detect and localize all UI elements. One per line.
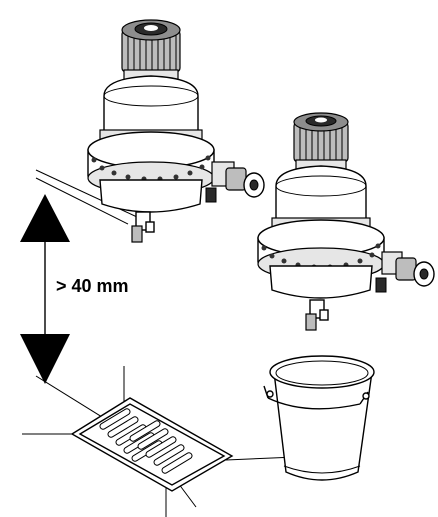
ledge-lines	[35, 169, 153, 225]
floor-drain-grate	[70, 397, 234, 492]
clearance-label: > 40 mm	[56, 276, 129, 296]
bucket	[263, 355, 375, 481]
left-device	[87, 19, 265, 243]
clearance-arrow	[20, 194, 70, 384]
right-device	[257, 112, 435, 331]
